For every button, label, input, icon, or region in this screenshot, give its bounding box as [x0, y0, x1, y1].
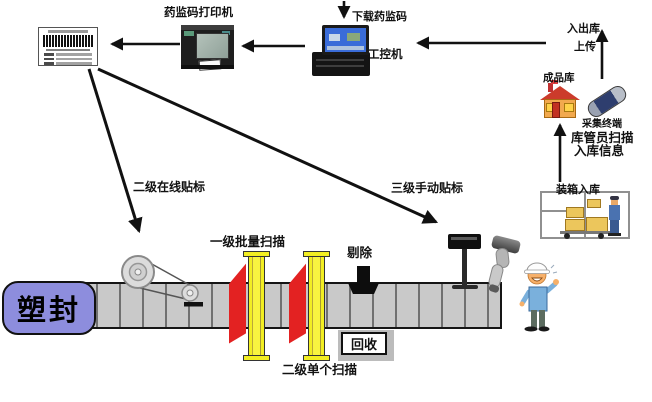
pole-display-base	[452, 285, 478, 289]
house-roof	[540, 86, 580, 100]
pole-display-screen	[448, 234, 481, 249]
arrow-label-to-manual-station	[97, 67, 439, 224]
printer-badge	[184, 31, 194, 36]
packer-cap	[610, 196, 619, 200]
collect-terminal-label: 采集终端	[582, 119, 622, 130]
carton-box	[565, 219, 585, 231]
rack-post	[584, 191, 586, 239]
label-title-line	[48, 30, 88, 33]
reject-label: 剔除	[347, 245, 373, 260]
level2-online-label: 二级在线贴标	[133, 180, 206, 194]
carton-box-held	[587, 199, 601, 208]
recycle-bin: 回收	[338, 330, 394, 361]
label-text-row	[44, 57, 92, 60]
printer-media-window	[196, 33, 229, 59]
handheld-terminal-icon	[584, 82, 630, 121]
plastic-seal-station: 塑封	[2, 281, 96, 335]
gate-post	[248, 256, 265, 356]
industrial-pc-icon	[310, 24, 372, 76]
plastic-seal-label: 塑封	[16, 293, 81, 327]
scan-beam-icon	[229, 263, 246, 344]
screen-content	[347, 33, 360, 41]
printer-base	[181, 65, 234, 69]
shelf-rack-icon	[540, 191, 630, 239]
arrow-label-to-online-labeler	[87, 68, 143, 234]
level3-manual-label: 三级手动贴标	[391, 181, 464, 195]
pole-display-glass	[451, 237, 477, 240]
industrial-pc-label: 工控机	[368, 47, 403, 61]
in-out-store-label: 入出库	[567, 22, 600, 35]
keeper-scan-label: 库管员扫描	[571, 130, 634, 145]
screen-content	[329, 34, 340, 41]
drug-code-label-icon	[38, 27, 98, 66]
pole-display-icon	[448, 234, 482, 290]
gate-bottom-flange	[303, 355, 330, 361]
worker-figure	[519, 262, 559, 332]
upload-label: 上传	[574, 40, 596, 53]
house-door	[552, 102, 560, 118]
label-text-row	[44, 53, 92, 56]
label-printer-icon	[181, 25, 234, 71]
recycle-bin-label-box: 回收	[341, 332, 387, 355]
ipc-case	[312, 52, 370, 76]
single-scan-gate-icon	[303, 251, 330, 361]
rack-rail	[540, 210, 586, 212]
warehouse-house-icon	[540, 80, 580, 120]
packer-head	[611, 200, 618, 205]
printer-label: 药监码打印机	[164, 5, 233, 19]
level2-single-scan-label: 二级单个扫描	[282, 362, 358, 377]
ipc-slot	[316, 65, 364, 67]
boxing-inbound-label: 装箱入库	[556, 183, 600, 196]
reject-pusher-icon	[348, 266, 379, 294]
worker-icon	[516, 258, 560, 336]
gate-post	[308, 256, 325, 356]
recycle-label: 回收	[350, 338, 377, 353]
ipc-monitor	[322, 25, 369, 55]
barcode-icon	[43, 35, 93, 47]
trolley-wheel	[598, 233, 604, 239]
finished-goods-label: 成品库	[543, 72, 575, 84]
packer-feet	[608, 233, 621, 236]
conveyor-belt	[50, 282, 502, 329]
batch-scan-gate-icon	[243, 251, 270, 361]
gate-bottom-flange	[243, 355, 270, 361]
carton-box	[586, 217, 608, 232]
house-window	[564, 103, 574, 112]
label-text-row	[44, 62, 92, 65]
printer-top	[181, 25, 234, 30]
carton-box	[566, 207, 584, 218]
pole-display-pole	[462, 249, 467, 286]
inbound-info-label: 入库信息	[574, 143, 625, 158]
level1-batch-scan-label: 一级批量扫描	[210, 234, 286, 249]
label-number-line	[46, 48, 90, 51]
pusher-base	[348, 283, 379, 294]
screen-taskbar	[327, 46, 364, 50]
download-code-label: 下载药监码	[352, 10, 407, 23]
trolley	[560, 231, 610, 234]
packer-legs	[610, 220, 619, 233]
trolley-wheel	[564, 233, 570, 239]
ipc-slot	[316, 59, 364, 61]
scan-beam-icon	[289, 263, 306, 344]
pusher-stem	[357, 266, 370, 284]
house-flag	[551, 80, 558, 84]
packer-body	[609, 205, 620, 220]
